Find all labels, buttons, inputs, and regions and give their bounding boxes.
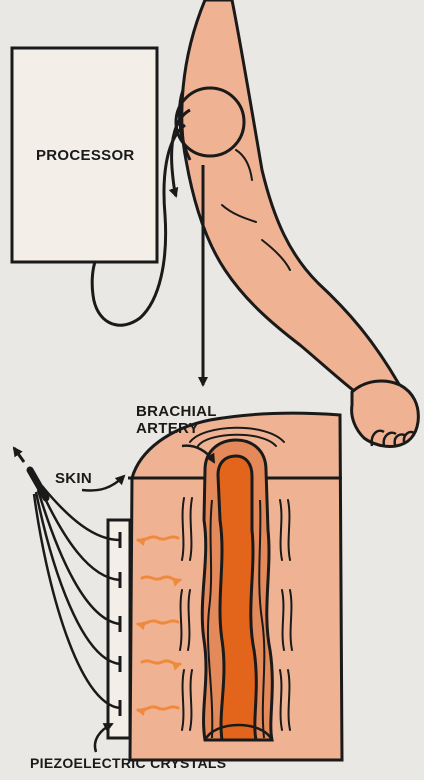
artery-lumen: [218, 456, 256, 740]
skin-label: SKIN: [55, 471, 92, 488]
brachial-artery-label: BRACHIAL ARTERY: [136, 404, 217, 438]
brachial-artery-label-line1: BRACHIAL: [136, 404, 217, 421]
processor-label: PROCESSOR: [36, 148, 135, 165]
brachial-artery-label-line2: ARTERY: [136, 421, 217, 438]
arm-upper: [182, 0, 405, 418]
cable-bundle-arrow: [14, 448, 24, 462]
piezoelectric-crystals-label: PIEZOELECTRIC CRYSTALS: [30, 756, 226, 772]
